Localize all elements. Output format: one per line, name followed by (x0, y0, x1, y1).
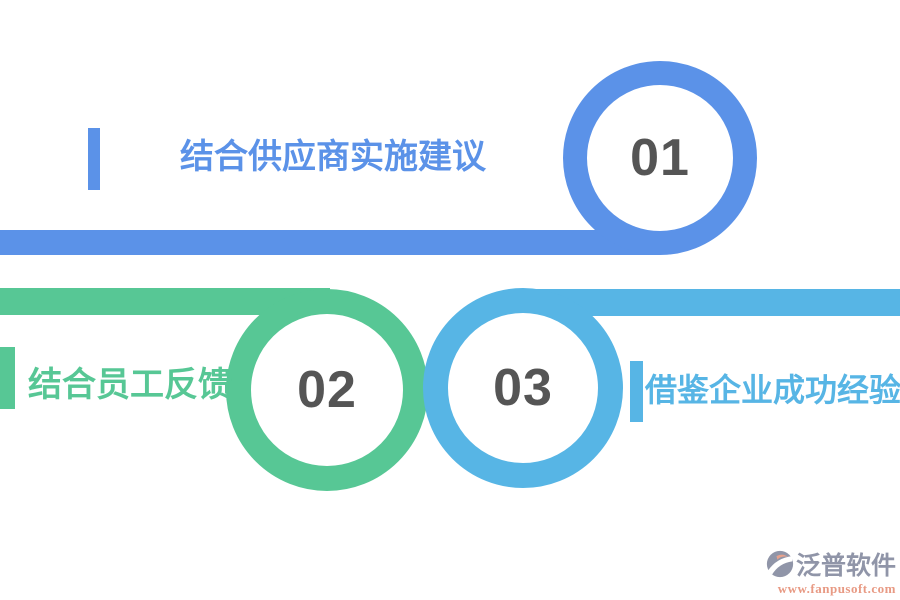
watermark-url: www.fanpusoft.com (777, 581, 896, 596)
step-3-circle: 03 (423, 288, 623, 488)
watermark-brand: 泛普软件 (795, 552, 896, 580)
step-1-circle: 01 (563, 61, 757, 255)
step-1-number: 01 (630, 129, 690, 187)
fanpu-logo-icon (766, 550, 794, 583)
step-1-label: 结合供应商实施建议 (180, 138, 486, 176)
watermark: 泛普软件 www.fanpusoft.com (764, 550, 896, 597)
step-2-accent-bar (0, 347, 15, 409)
step-2-label: 结合员工反馈 (28, 366, 232, 404)
step-1-accent-bar (88, 128, 100, 190)
step-3-label: 借鉴企业成功经验 (645, 372, 900, 408)
step-3-number: 03 (493, 359, 553, 417)
step-3-accent-bar (630, 361, 643, 422)
step-1-connector-band (0, 230, 660, 255)
step-2-number: 02 (297, 361, 357, 419)
step-2-circle: 02 (226, 289, 428, 491)
